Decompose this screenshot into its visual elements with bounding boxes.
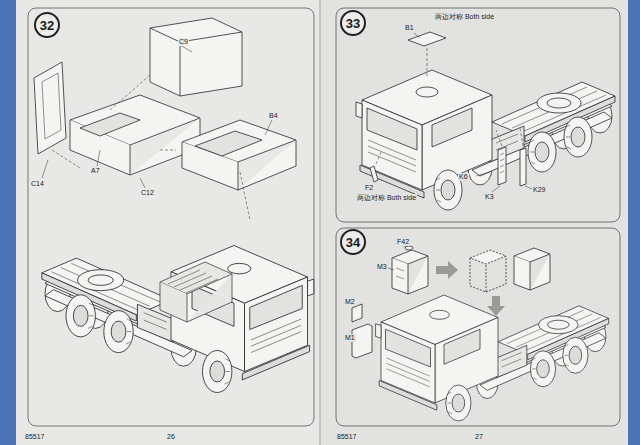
part-number: C12 <box>140 189 155 197</box>
part-number: A7 <box>90 167 101 175</box>
note-text: 两边对称 Both side <box>434 13 495 21</box>
cab-parts <box>34 18 296 190</box>
part-number: B4 <box>268 112 279 120</box>
step-number-text: 32 <box>40 19 54 32</box>
part-number: K3 <box>484 193 495 201</box>
direction-arrow <box>436 261 505 316</box>
leader-lines <box>42 45 272 188</box>
battery-box <box>352 246 550 358</box>
leader-lines <box>414 33 532 192</box>
part-number: F2 <box>364 184 374 192</box>
step-number-text: 33 <box>346 17 360 30</box>
truck-drawing <box>42 246 314 393</box>
page-number: 26 <box>166 433 176 441</box>
kit-number: 85517 <box>24 433 45 441</box>
page-spine <box>319 0 321 445</box>
part-number: M3 <box>376 263 388 271</box>
part-number: F42 <box>396 238 410 246</box>
step-number-text: 34 <box>346 236 360 249</box>
left-page <box>16 0 320 445</box>
step-panel <box>336 228 620 426</box>
part-number: K6 <box>458 173 469 181</box>
step-number: 33 <box>340 10 366 36</box>
step-number: 32 <box>34 12 60 38</box>
engine-drawing <box>160 262 232 322</box>
right-page <box>320 0 628 445</box>
part-number: M1 <box>344 334 356 342</box>
note-text: 两边对称 Both side <box>356 194 417 202</box>
guide-lines <box>52 75 250 220</box>
part-number: C14 <box>30 180 45 188</box>
part-number: K29 <box>532 186 546 194</box>
part-number: M2 <box>344 298 356 306</box>
cab-parts <box>370 32 526 186</box>
page-number: 27 <box>474 433 484 441</box>
part-number: B1 <box>404 24 415 32</box>
guide-lines <box>376 48 523 164</box>
truck-drawing <box>376 295 609 421</box>
leader-lines <box>388 245 406 270</box>
step-panel <box>28 8 314 426</box>
truck-drawing <box>356 70 615 210</box>
step-number: 34 <box>340 229 366 255</box>
part-number: C9 <box>178 38 189 46</box>
kit-number: 85517 <box>336 433 357 441</box>
step-panel <box>336 8 620 222</box>
